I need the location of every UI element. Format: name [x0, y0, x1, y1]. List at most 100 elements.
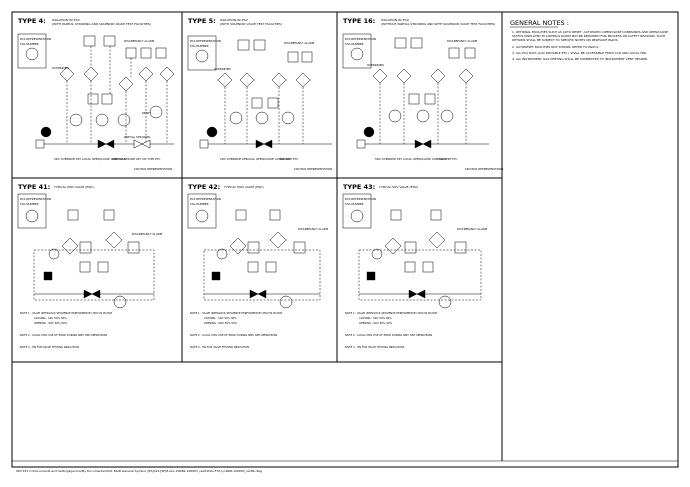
closing-label: CLOSING : SDC 50% 90%: [204, 316, 237, 320]
panel-subtitle: ISOLATION W/ ESV: [381, 18, 410, 22]
note3-label: NOTE 3 : MS FOR VALVE TESTING INDICATION: [345, 345, 404, 349]
sdv-sds-label: SDV/SDS REPRESENTATION: [294, 167, 332, 171]
panel-type-4: TYPE 4: ISOLATION W/ ESV (WITH PARTIAL S…: [17, 17, 175, 171]
note2-label: NOTE 2 : LOCAL MOV USE OF PROD DURING NM…: [190, 333, 278, 337]
panel-note: (WITHOUT PARTIAL STROKING AND WITH SOLEN…: [381, 22, 495, 26]
panel-subtitle: TYPICAL MOV VALVE (ESD): [223, 185, 264, 189]
panel-note: (WITH PARTIAL STROKING AND SOLENOID VALV…: [52, 22, 151, 26]
tag-bubble: [195, 209, 209, 223]
panel-subtitle: TYPICAL SOV VALVE (ESD): [378, 185, 418, 189]
instrument-row: [363, 37, 476, 138]
note3-label: NOTE 3 : MS FOR VALVE TESTING INDICATION: [20, 345, 79, 349]
pcs-label: PCS REFRESENTATION: [20, 197, 51, 201]
mov-boundary: [203, 249, 321, 301]
note2-label: NOTE 2 : LOCAL MOV USE OF PROD DURING NM…: [20, 333, 108, 337]
general-note-item: 3. ALL PCS DATA (LCD DRIVABLE ETC.) SHAL…: [512, 50, 647, 55]
pcs-label: PCS REFRESENTATION: [20, 37, 51, 41]
partial-stroke-label: PARTIAL STROKING: [124, 135, 151, 139]
note2-label: NOTE 2 : LOCAL MOV USE OF PROD DURING NM…: [345, 333, 433, 337]
instrument-row: [206, 39, 313, 138]
sis-type-label: SIS TYPE ETC: [280, 157, 298, 161]
pcs-tag-box: [187, 35, 217, 71]
sheet-border: [11, 11, 679, 468]
opening-label: OPENING : SDC 50% 90%: [204, 321, 238, 325]
note1-label: NOTE 1 : VALVE INTERLOCK SEQUENCE PERFOR…: [345, 311, 437, 315]
general-notes-list: 1. OPTIONAL FACILITIES SUCH AS AUTO RESE…: [512, 30, 672, 61]
instrument-row: [40, 35, 175, 138]
overridden-label: OVERRIDEN: [367, 63, 384, 67]
panel-type-41: TYPE 41: TYPICAL MOV VALVE (ESD) PCS REF…: [17, 183, 163, 349]
reset-label: RESET: [142, 111, 151, 115]
sdv-override-label: SDV OVERRIDE KEY: [54, 157, 82, 161]
panel-subtitle: ISOLATION W/ ESV: [52, 18, 81, 22]
pcs-tag-box: [17, 193, 47, 229]
pcs-tag-box: [342, 33, 372, 69]
local-open-label: LOCAL OPEN/CLOSE COMMAND: [403, 157, 447, 161]
tag-bubble: [350, 209, 364, 223]
pcs-label: PCS REFRESENTATION: [190, 39, 221, 43]
tag-bubble: [25, 209, 39, 223]
note1-label: NOTE 1 : VALVE INTERLOCK SEQUENCE PERFOR…: [20, 311, 112, 315]
tag-label: TAG NUMBER: [19, 42, 39, 46]
panel-subtitle: TYPICAL MOV VALVE (ESD): [53, 185, 94, 189]
tag-label: TAG NUMBER: [19, 202, 39, 206]
sdv-override-label: SDV OVERRIDE KEY: [375, 157, 403, 161]
general-note-item: 2. AUTORESET FACILITIES NOT SHOWN, REFER…: [512, 44, 600, 49]
panel-type-5: TYPE 5: ISOLATION W/ ESV (WITH SOLENOID …: [187, 17, 332, 171]
tag-label: TAG NUMBER: [344, 202, 364, 206]
discrepancy-label: DISCREPANCY ALARM: [132, 232, 163, 236]
discrepancy-label: DISCREPANCY ALARM: [284, 41, 315, 45]
sdv-override-label: SDV OVERRIDE KEY: [220, 157, 248, 161]
note1-label: NOTE 1 : VALVE INTERLOCK SEQUENCE PERFOR…: [190, 311, 282, 315]
panel-subtitle: ISOLATION W/ ESV: [220, 18, 249, 22]
pcs-label: PCS REFRESENTATION: [345, 197, 376, 201]
sis-type-label: SIS TYPE ETC: [142, 157, 160, 161]
discrepancy-label: DISCREPANCY ALARM: [457, 227, 488, 231]
tag-bubble: [25, 47, 39, 61]
sdv-sds-label: SDV/SDS REPRESENTATION: [465, 167, 503, 171]
pcs-label: PCS REFRESENTATION: [345, 37, 376, 41]
tag-bubble: [350, 47, 364, 61]
sis-type-label: SIS TYPE ETC: [439, 157, 457, 161]
sdv-sds-label: SDV/SDS REPRESENTATION: [134, 167, 172, 171]
panel-type-label: TYPE 16:: [343, 17, 375, 25]
pcs-tag-box: [187, 193, 217, 229]
pcs-label: PCS REFRESENTATION: [190, 197, 221, 201]
opening-label: OPENING : SDC 50% 90%: [359, 321, 393, 325]
discrepancy-label: DISCREPANCY ALARM: [447, 39, 478, 43]
mov-boundary: [33, 249, 155, 301]
general-notes: GENERAL NOTES : 1. OPTIONAL FACILITIES S…: [510, 19, 672, 61]
general-notes-title: GENERAL NOTES :: [510, 19, 569, 27]
local-open-label: LOCAL OPEN/CLOSE COMMAND: [82, 157, 126, 161]
tag-label: TAG NUMBER: [189, 202, 209, 206]
panel-type-label: TYPE 41:: [18, 183, 50, 191]
panel-type-42: TYPE 42: TYPICAL MOV VALVE (ESD) PCS REF…: [187, 183, 329, 349]
closing-label: CLOSING : SDC 50% 90%: [359, 316, 392, 320]
panel-type-label: TYPE 4:: [18, 17, 46, 25]
overridden-label: OVERRIDEN: [214, 67, 231, 71]
discrepancy-label: DISCREPANCY ALARM: [298, 227, 329, 231]
note3-label: NOTE 3 : MS FOR VALVE TESTING INDICATION: [190, 345, 249, 349]
closing-label: CLOSING : SDC 50% 90%: [34, 316, 67, 320]
overridden-label: OVERRIDEN: [52, 66, 69, 70]
instrument-row: [366, 209, 467, 309]
panel-note: (WITH SOLENOID VALVE TEST FACILITIES): [220, 22, 282, 26]
panel-type-16: TYPE 16: ISOLATION W/ ESV (WITHOUT PARTI…: [342, 17, 503, 171]
opening-label: OPENING : SDC 50% 90%: [34, 321, 68, 325]
sov-boundary: [358, 249, 482, 301]
panel-type-43: TYPE 43: TYPICAL SOV VALVE (ESD) PCS REF…: [342, 183, 488, 349]
pcs-tag-box: [17, 33, 47, 69]
panel-type-label: TYPE 43:: [343, 183, 375, 191]
file-path-footer: 083 P11 C:\Documents and Settings\jenma\…: [16, 469, 262, 473]
tag-label: TAG NUMBER: [189, 44, 209, 48]
tag-bubble: [195, 49, 209, 63]
discrepancy-label: DISCREPANCY ALARM: [124, 39, 155, 43]
instrument-row: [211, 209, 306, 309]
instrument-row: [43, 209, 140, 309]
valve-group: [35, 139, 151, 149]
local-open-label: LOCAL OPEN/CLOSE COMMAND: [246, 157, 290, 161]
general-note-item: 4. ALL INSTRUMENT GAS VENTING SHALL BE C…: [512, 57, 648, 62]
panel-type-label: TYPE 42:: [188, 183, 220, 191]
panel-type-label: TYPE 5:: [188, 17, 216, 25]
